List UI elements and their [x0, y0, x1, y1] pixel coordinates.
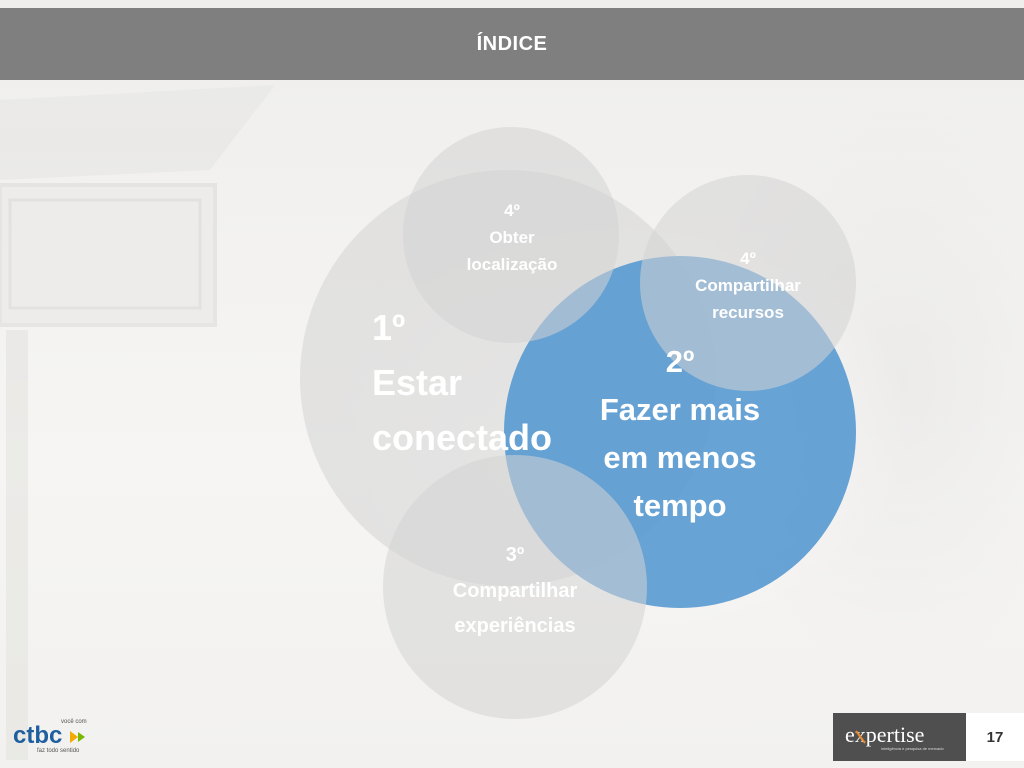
label-compartilhar-experiencias-line-1: 3º	[506, 544, 524, 566]
label-fazer-mais-line-3: em menos	[603, 440, 756, 475]
expertise-x-accent-icon	[855, 730, 866, 744]
title-bar: ÍNDICE	[0, 8, 1024, 80]
signpost-decoration	[0, 85, 275, 760]
ctbc-tagline-top: você com	[61, 719, 87, 725]
label-estar-conectado-line-2: Estar	[372, 362, 462, 403]
circle-obter-localizacao	[403, 127, 619, 343]
label-fazer-mais-line-2: Fazer mais	[600, 392, 760, 427]
ctbc-brand: ctbc	[13, 722, 62, 749]
expertise-brand: expertise	[845, 722, 924, 747]
label-fazer-mais-line-4: tempo	[634, 488, 727, 523]
label-obter-localizacao-line-2: Obter	[489, 228, 535, 247]
label-fazer-mais-line-1: 2º	[666, 344, 695, 379]
label-estar-conectado-line-1: 1º	[372, 307, 405, 348]
label-compartilhar-recursos-line-2: Compartilhar	[695, 276, 801, 295]
label-estar-conectado-line-3: conectado	[372, 417, 552, 458]
expertise-logo: expertise inteligência e pesquisa de mer…	[833, 713, 966, 761]
circle-compartilhar-experiencias	[383, 455, 647, 719]
slide-number: 17	[966, 713, 1024, 761]
page-title: ÍNDICE	[476, 32, 548, 55]
ctbc-tagline-bottom: faz todo sentido	[37, 748, 80, 754]
ctbc-logo: você com ctbc faz todo sentido	[13, 719, 87, 754]
label-obter-localizacao-line-1: 4º	[504, 201, 520, 220]
label-compartilhar-recursos-line-3: recursos	[712, 303, 784, 322]
label-compartilhar-experiencias-line-2: Compartilhar	[453, 580, 578, 602]
label-compartilhar-experiencias-line-3: experiências	[454, 615, 575, 637]
circle-compartilhar-recursos	[640, 175, 856, 391]
label-obter-localizacao-line-3: localização	[467, 255, 558, 274]
ctbc-play-icon-2	[78, 732, 85, 742]
ctbc-play-icon	[70, 731, 78, 743]
label-compartilhar-recursos-line-1: 4º	[740, 249, 756, 268]
expertise-tagline: inteligência e pesquisa de mercado	[881, 746, 944, 751]
